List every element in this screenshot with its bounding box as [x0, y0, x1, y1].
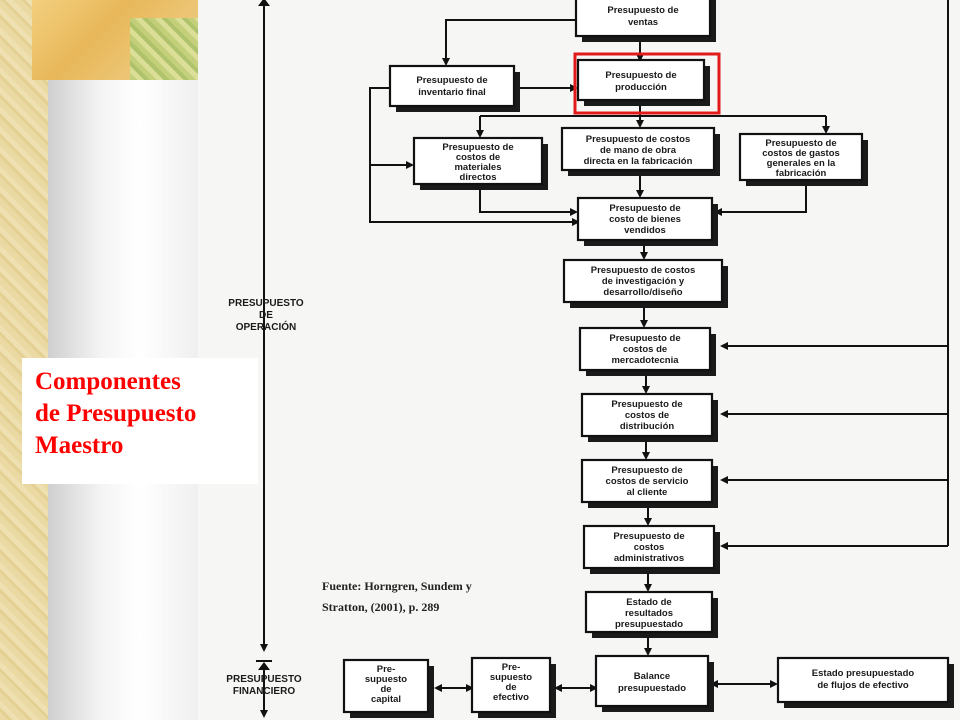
box-text: directa en la fabricación	[584, 156, 693, 167]
box-ventas: Presupuesto de ventas	[574, 0, 716, 42]
box-text: Presupuesto de costos	[591, 265, 696, 276]
financiero-label-line: PRESUPUESTO	[226, 674, 302, 685]
box-presupuesto-efectivo: Pre- supuesto de efectivo	[470, 656, 556, 718]
source-citation: Fuente: Horngren, Sundem y Stratton, (20…	[322, 576, 572, 618]
box-text: Presupuesto de	[613, 531, 684, 542]
box-administrativos: Presupuesto de costos administrativos	[582, 524, 720, 574]
box-text: al cliente	[627, 487, 668, 498]
box-flujos-efectivo: Estado presupuestado de flujos de efecti…	[776, 656, 954, 708]
box-text: capital	[371, 694, 401, 705]
box-text: supuesto	[490, 672, 532, 683]
box-text: inventario final	[418, 87, 486, 98]
box-text: de	[505, 682, 516, 693]
caption-panel	[22, 358, 258, 484]
box-text: Presupuesto de	[611, 465, 682, 476]
box-text: costos de gastos	[762, 148, 840, 159]
box-text: directos	[460, 172, 497, 183]
box-investigacion-desarrollo: Presupuesto de costos de investigación y…	[562, 258, 728, 308]
source-line: Fuente: Horngren, Sundem y	[322, 579, 472, 593]
box-text: costos de	[456, 152, 500, 163]
box-text: vendidos	[624, 225, 666, 236]
box-text: desarrollo/diseño	[603, 287, 682, 298]
box-text: generales en la	[767, 158, 836, 169]
box-produccion: Presupuesto de producción	[576, 58, 710, 106]
box-text: costos de servicio	[606, 476, 689, 487]
budget-axis	[256, 0, 272, 718]
box-text: Presupuesto de costos	[586, 134, 691, 145]
box-text: materiales	[454, 162, 501, 173]
box-gastos-generales: Presupuesto de costos de gastos generale…	[738, 132, 868, 186]
box-text: Estado de	[626, 597, 671, 608]
box-text: de flujos de efectivo	[817, 680, 909, 691]
box-text: costos	[634, 542, 665, 553]
box-text: Presupuesto de	[442, 142, 513, 153]
box-text: producción	[615, 82, 667, 93]
operacion-label-line: PRESUPUESTO	[228, 298, 304, 309]
pillar-accent	[130, 18, 198, 80]
box-text: Balance	[634, 671, 670, 682]
box-text: administrativos	[614, 553, 684, 564]
box-text: mercadotecnia	[611, 355, 679, 366]
box-estado-resultados: Estado de resultados presupuestado	[584, 590, 718, 638]
financiero-label-line: FINANCIERO	[233, 686, 295, 697]
box-servicio-cliente: Presupuesto de costos de servicio al cli…	[580, 458, 718, 508]
box-bienes-vendidos: Presupuesto de costo de bienes vendidos	[576, 196, 718, 246]
box-text: Presupuesto de	[765, 138, 836, 149]
box-balance: Balance presupuestado	[594, 654, 714, 712]
box-text: Estado presupuestado	[812, 668, 915, 679]
operacion-label-line: DE	[259, 310, 273, 321]
box-text: presupuestado	[618, 683, 686, 694]
box-text: Presupuesto de	[416, 75, 487, 86]
slide-title-line: Maestro	[35, 431, 124, 459]
box-text: fabricación	[776, 168, 827, 179]
box-text: costo de bienes	[609, 214, 681, 225]
box-text: resultados	[625, 608, 673, 619]
box-text: presupuestado	[615, 619, 683, 630]
box-inventario-final: Presupuesto de inventario final	[388, 64, 520, 112]
box-text: Pre-	[377, 664, 395, 675]
box-text: Presupuesto de	[609, 203, 680, 214]
box-mano-de-obra: Presupuesto de costos de mano de obra di…	[560, 126, 720, 176]
box-materiales-directos: Presupuesto de costos de materiales dire…	[412, 136, 548, 190]
box-text: costos de	[625, 410, 669, 421]
slide-title: Componentes de Presupuesto Maestro	[35, 366, 255, 461]
operacion-label: PRESUPUESTO DE OPERACIÓN	[228, 298, 304, 333]
box-distribucion: Presupuesto de costos de distribución	[580, 392, 718, 442]
highlight-frame	[573, 52, 721, 115]
box-text: de	[380, 684, 391, 695]
box-text: costos de	[623, 344, 667, 355]
box-text: Presupuesto de	[611, 399, 682, 410]
box-text: de mano de obra	[600, 145, 677, 156]
box-text: supuesto	[365, 674, 407, 685]
box-text: ventas	[628, 17, 658, 28]
box-text: Pre-	[502, 662, 520, 673]
slide-title-line: Componentes	[35, 368, 181, 395]
box-text: efectivo	[493, 692, 529, 703]
connectors	[369, 0, 949, 692]
box-text: Presupuesto de	[605, 70, 676, 81]
box-text: Presupuesto de	[609, 333, 680, 344]
box-presupuesto-capital: Pre- supuesto de capital	[342, 658, 434, 718]
box-text: distribución	[620, 421, 675, 432]
slide-title-line: de Presupuesto	[35, 399, 197, 427]
financiero-label: PRESUPUESTO FINANCIERO	[226, 674, 302, 697]
box-text: Presupuesto de	[607, 5, 678, 16]
operacion-label-line: OPERACIÓN	[236, 320, 297, 333]
box-text: de investigación y	[602, 276, 685, 287]
source-line: Stratton, (2001), p. 289	[322, 600, 440, 614]
box-mercadotecnia: Presupuesto de costos de mercadotecnia	[578, 326, 716, 376]
